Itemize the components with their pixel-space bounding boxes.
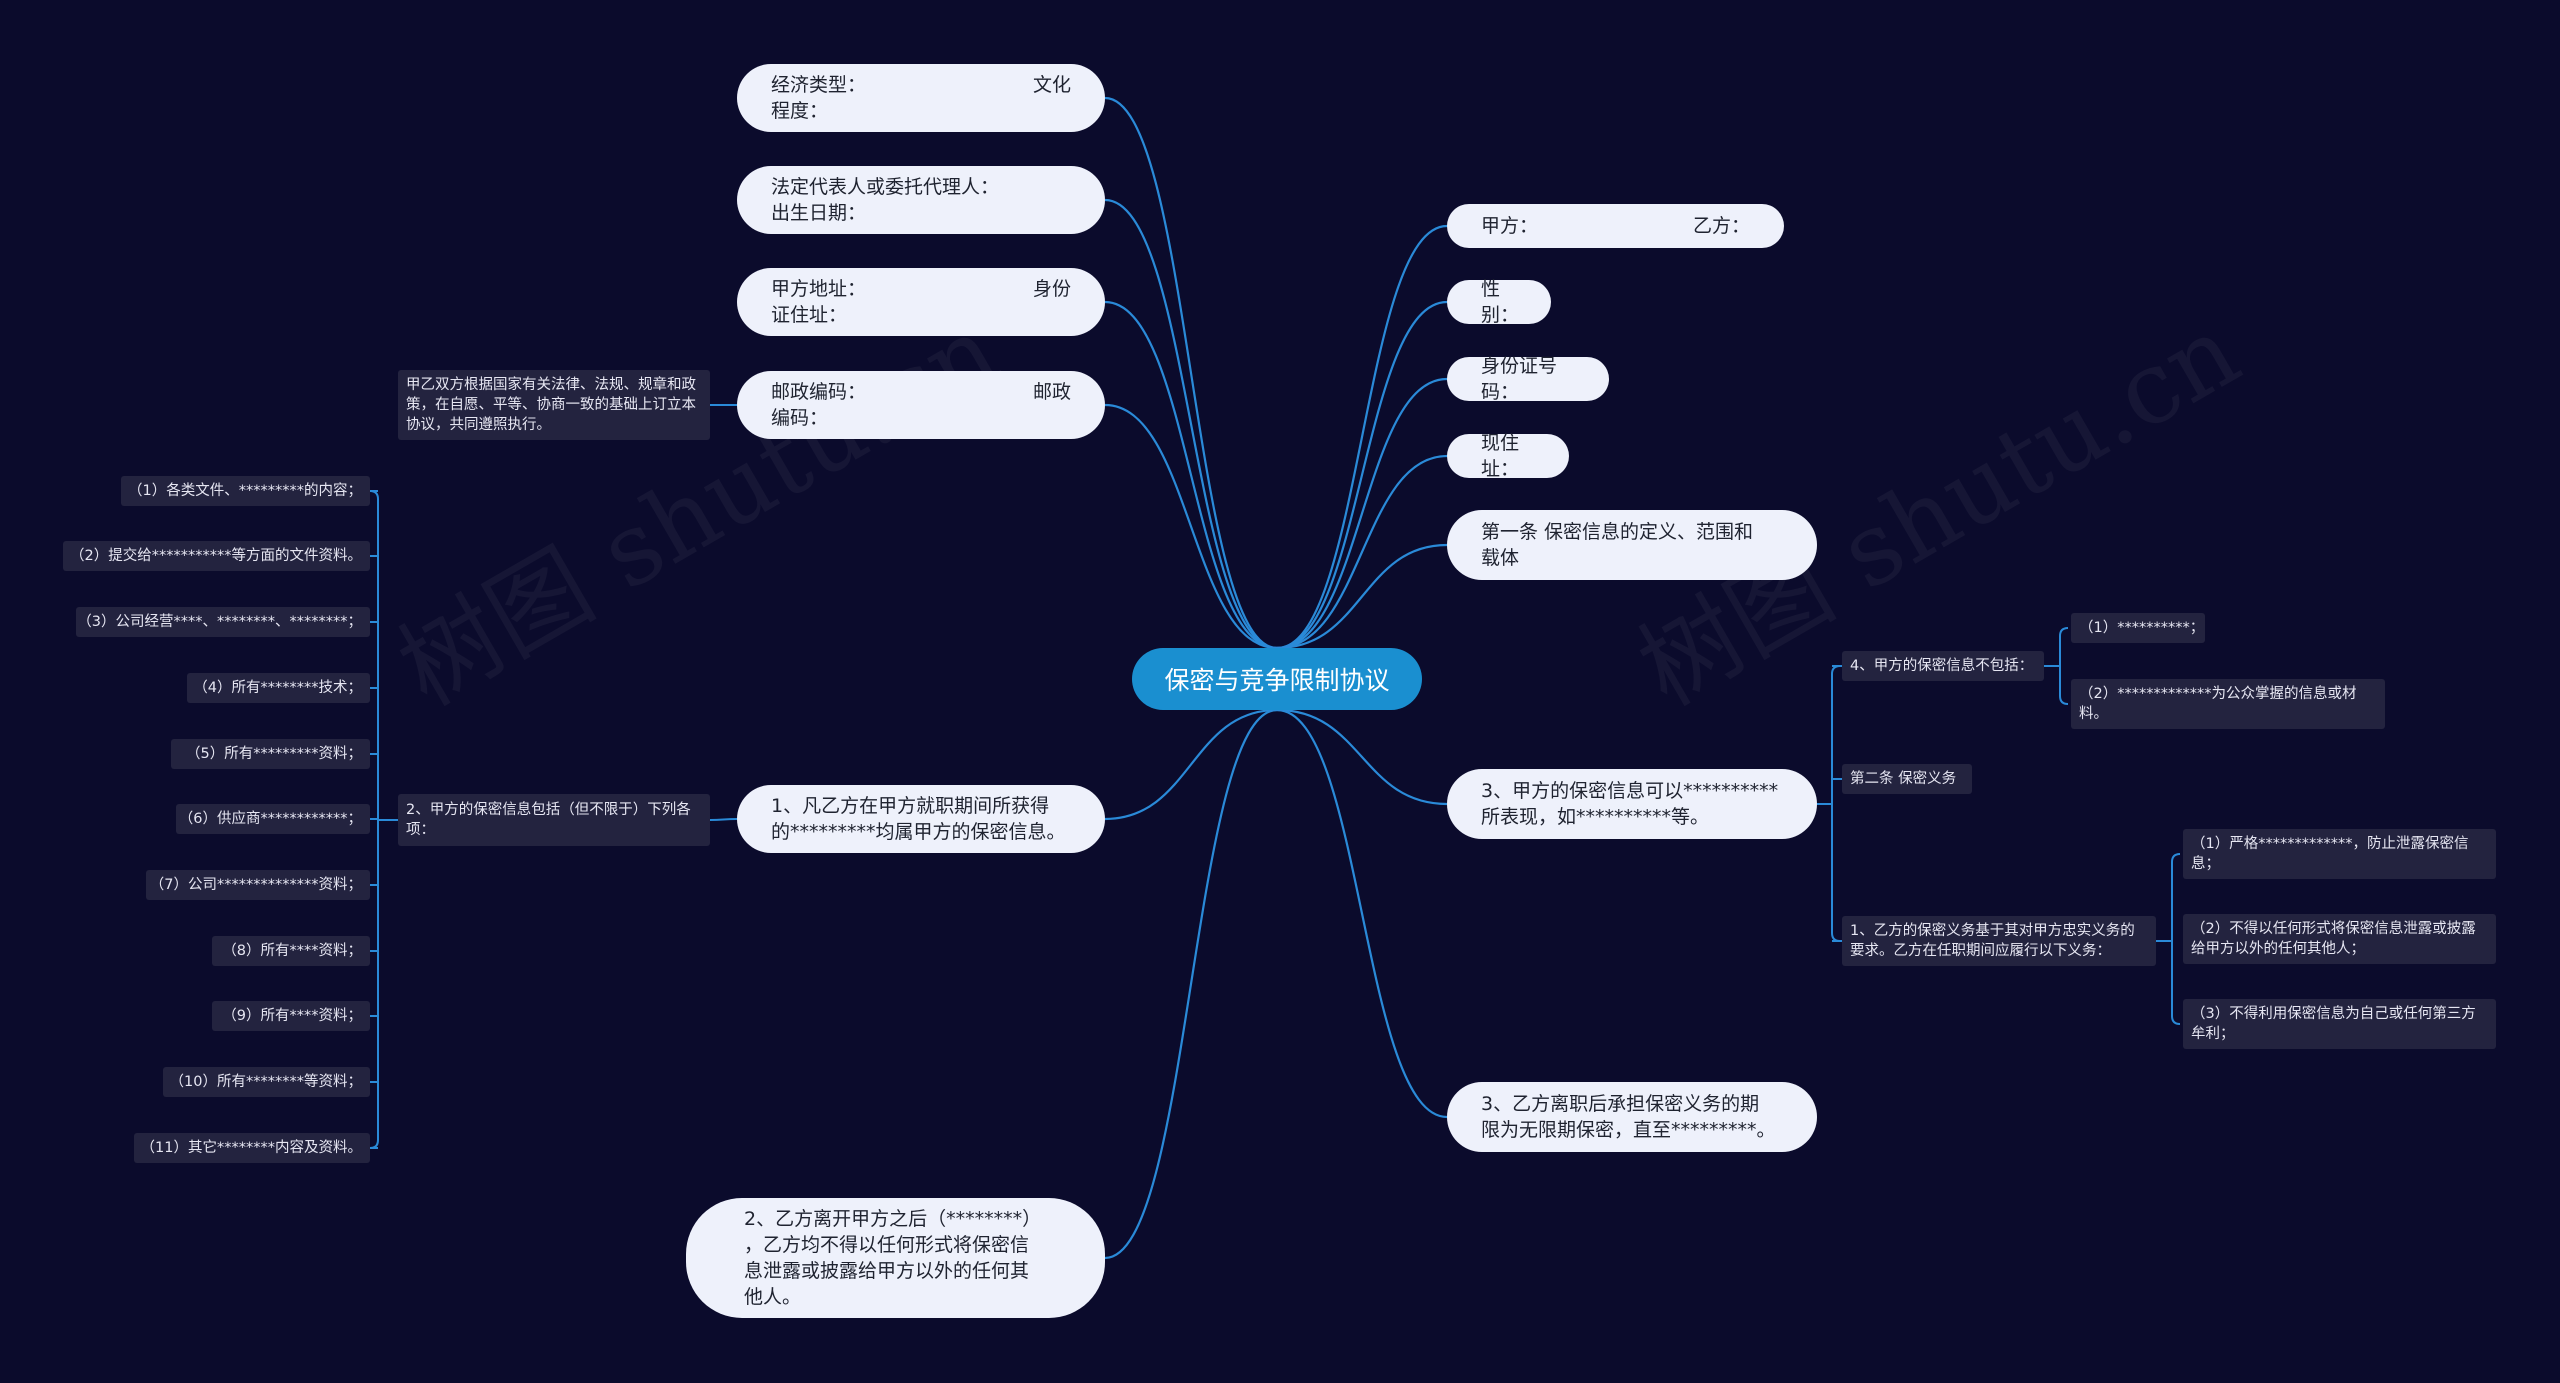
scope-item[interactable]: （9）所有****资料； <box>212 1001 370 1031</box>
clause-3-term-node[interactable]: 3、乙方离职后承担保密义务的期 限为无限期保密，直至*********。 <box>1447 1082 1817 1152</box>
scope-item[interactable]: （6）供应商************； <box>176 804 370 834</box>
root-link <box>1276 377 1448 650</box>
exclusion-bracket <box>2059 627 2069 705</box>
scope-item[interactable]: （4）所有********技术； <box>187 673 370 703</box>
root-link <box>1104 708 1278 821</box>
root-topic[interactable]: 保密与竞争限制协议 <box>1132 648 1422 710</box>
article-bracket <box>1831 665 1841 942</box>
clause-3-info-node[interactable]: 3、甲方的保密信息可以********** 所表现，如**********等。 <box>1447 769 1817 839</box>
scope-item[interactable]: （2）提交给***********等方面的文件资料。 <box>63 541 370 571</box>
duty-bracket <box>2171 853 2181 1025</box>
root-link <box>1104 403 1278 650</box>
scope-item[interactable]: （1）各类文件、*********的内容； <box>121 476 370 506</box>
economy-type-node[interactable]: 经济类型：文化 程度： <box>737 64 1105 132</box>
scope-item[interactable]: （8）所有****资料； <box>212 936 370 966</box>
clause-1-node[interactable]: 1、凡乙方在甲方就职期间所获得 的*********均属甲方的保密信息。 <box>737 785 1105 853</box>
root-link <box>1276 543 1448 650</box>
scope-item[interactable]: （3）公司经营****、********、********； <box>76 607 370 637</box>
gender-node[interactable]: 性别： <box>1447 278 1551 326</box>
article-1-node[interactable]: 第一条 保密信息的定义、范围和 载体 <box>1447 510 1817 580</box>
root-link <box>1276 708 1448 806</box>
root-link <box>1104 708 1278 1260</box>
exclusion-node[interactable]: 4、甲方的保密信息不包括： <box>1842 651 2044 681</box>
duty-item[interactable]: （2）不得以任何形式将保密信息泄露或披露给甲方以外的任何其他人； <box>2183 914 2496 964</box>
article-2-node[interactable]: 第二条 保密义务 <box>1842 764 1972 794</box>
watermark: 树图 shutu.cn <box>369 273 1021 733</box>
scope-bracket <box>369 490 379 1149</box>
scope-item[interactable]: （10）所有********等资料； <box>163 1067 370 1097</box>
duty-item[interactable]: （3）不得利用保密信息为自己或任何第三方牟利； <box>2183 999 2496 1049</box>
clause-2-node[interactable]: 2、乙方离开甲方之后（********） ，乙方均不得以任何形式将保密信 息泄露… <box>686 1198 1105 1318</box>
exclusion-item[interactable]: （2）*************为公众掌握的信息或材料。 <box>2071 679 2385 729</box>
legal-rep-node[interactable]: 法定代表人或委托代理人： 出生日期： <box>737 166 1105 234</box>
root-link <box>1276 708 1448 1119</box>
root-link <box>1104 96 1278 650</box>
root-link <box>1276 224 1448 650</box>
root-link <box>1104 300 1278 650</box>
duty-item[interactable]: （1）严格*************，防止泄露保密信息； <box>2183 829 2496 879</box>
root-link <box>1104 198 1278 650</box>
party-a-address-node[interactable]: 甲方地址：身份 证住址： <box>737 268 1105 336</box>
scope-item[interactable]: （11）其它********内容及资料。 <box>134 1133 370 1163</box>
exclusion-item[interactable]: （1）**********； <box>2071 613 2205 643</box>
postal-code-node[interactable]: 邮政编码：邮政 编码： <box>737 371 1105 439</box>
duty-node[interactable]: 1、乙方的保密义务基于其对甲方忠实义务的要求。乙方在任职期间应履行以下义务： <box>1842 916 2156 966</box>
root-link <box>1276 300 1448 650</box>
parties-node[interactable]: 甲方：乙方： <box>1447 204 1784 248</box>
current-address-node[interactable]: 现住址： <box>1447 432 1569 480</box>
confidential-scope-node[interactable]: 2、甲方的保密信息包括（但不限于）下列各项： <box>398 794 710 846</box>
id-number-node[interactable]: 身份证号码： <box>1447 355 1609 403</box>
agreement-basis-node[interactable]: 甲乙双方根据国家有关法律、法规、规章和政策，在自愿、平等、协商一致的基础上订立本… <box>398 370 710 440</box>
root-link <box>1276 454 1448 650</box>
scope-item[interactable]: （5）所有*********资料； <box>171 739 370 769</box>
scope-item[interactable]: （7）公司**************资料； <box>146 870 370 900</box>
branch-link <box>709 818 738 821</box>
